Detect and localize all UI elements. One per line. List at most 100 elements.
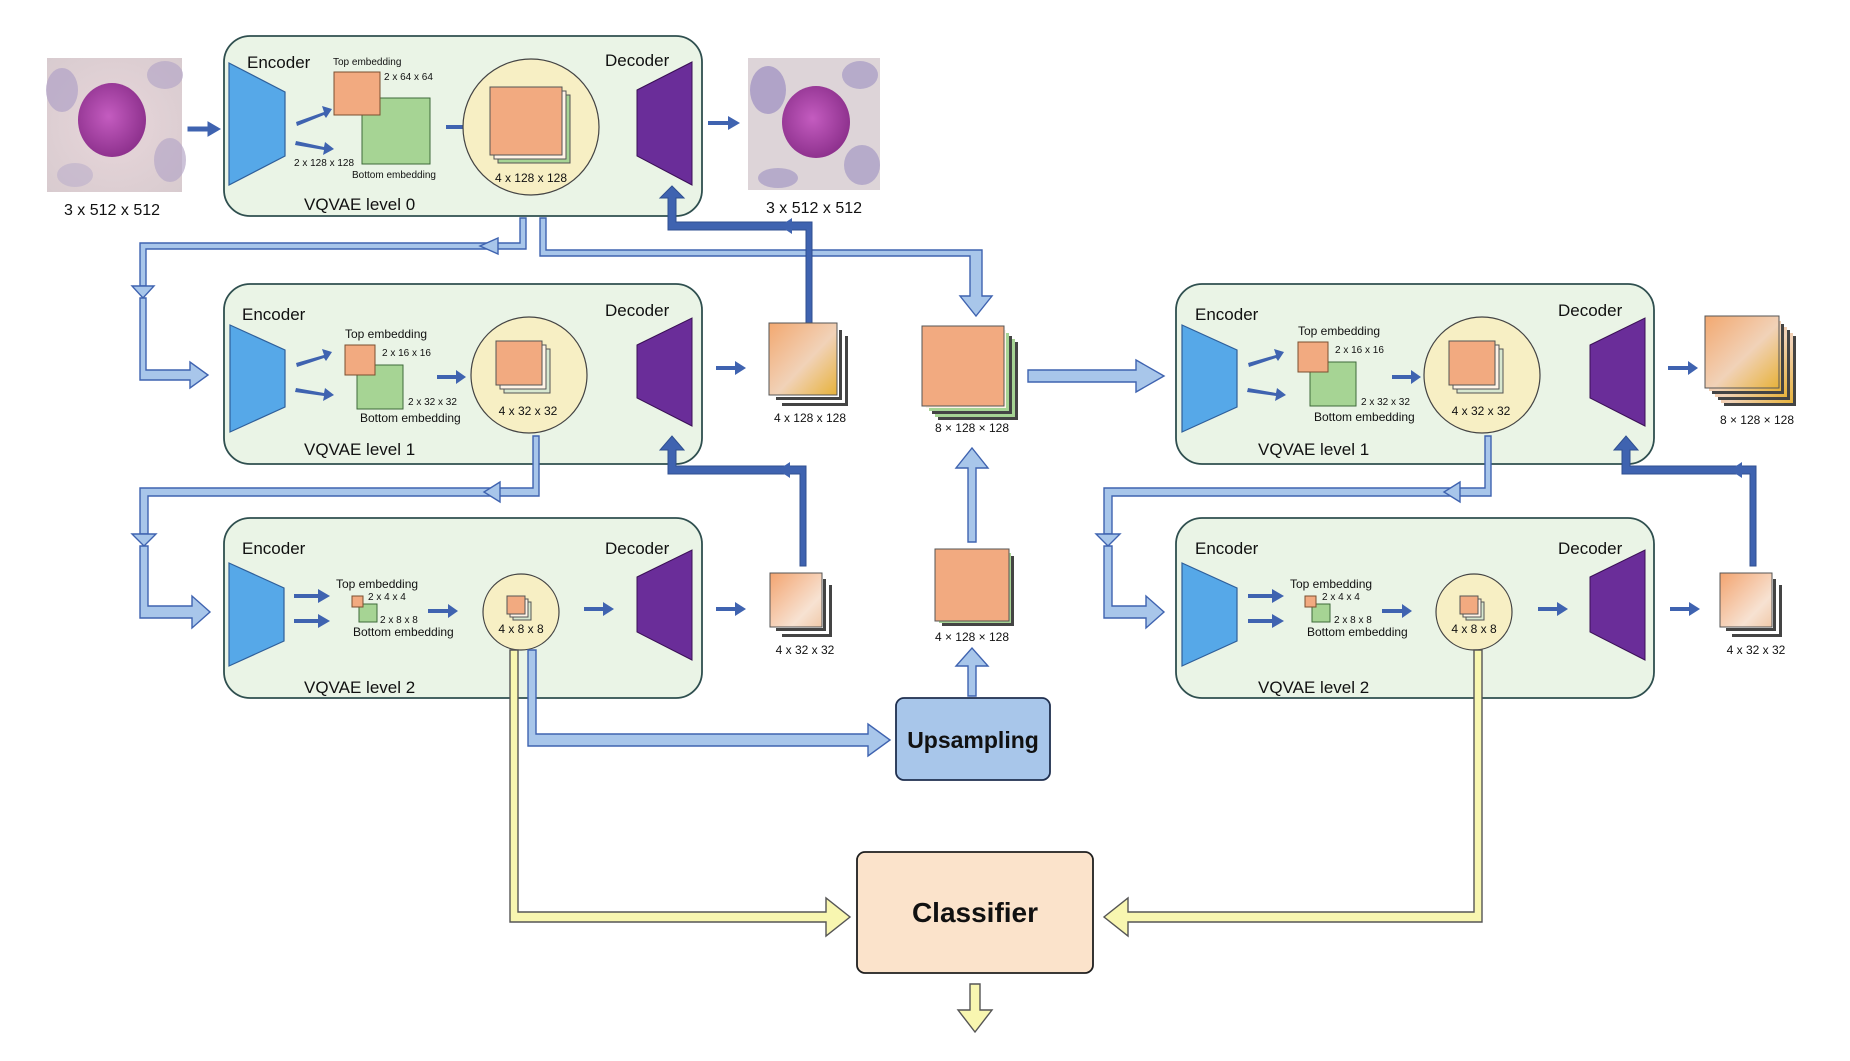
output-image: [748, 58, 880, 190]
arrow-to-top-embedding: [1248, 589, 1284, 603]
arrow-level0-down-bend: [139, 217, 527, 287]
top-dim-label: 2 x 4 x 4: [1322, 592, 1360, 603]
upsampling-box: Upsampling: [895, 697, 1051, 781]
panel-vqvae-level2-left: Encoder Top embedding 2 x 4 x 4 2 x 8 x …: [223, 517, 703, 699]
top-embedding-box: [1304, 595, 1317, 608]
arrow-level0-to-concat: [539, 217, 994, 318]
decoder-shape: [636, 317, 693, 427]
decoder-shape: [636, 549, 693, 661]
arrow-input-to-encoder: [187, 121, 221, 137]
upsampled-cube: [934, 548, 1014, 626]
decoder-label: Decoder: [1558, 539, 1623, 558]
level2-output-label: 4 x 32 x 32: [776, 643, 835, 657]
top-embedding-label: Top embedding: [333, 57, 401, 68]
arrow-level1-into-level2: [139, 545, 212, 630]
panel-title: VQVAE level 1: [304, 440, 415, 459]
arrow-right-level2-decoder-to-output: [1670, 602, 1700, 616]
panel-vqvae-level1-left: Encoder Top embedding 2 x 16 x 16 2 x 32…: [223, 283, 703, 465]
arrow-to-bottom-embedding: [295, 388, 334, 401]
arrow-level1-output-to-level0-decoder: [658, 185, 813, 325]
encoder-label: Encoder: [1195, 305, 1259, 324]
arrow-head-level1-down: [130, 533, 158, 547]
encoder-shape: [228, 562, 285, 667]
encoder-label: Encoder: [242, 539, 306, 558]
bottom-embedding-box: [361, 97, 431, 165]
right-level2-output-label: 4 x 32 x 32: [1727, 643, 1786, 657]
arrow-classifier-output: [956, 983, 994, 1034]
latent-label: 4 x 32 x 32: [499, 404, 558, 418]
panel-title: VQVAE level 0: [304, 195, 415, 214]
bottom-embedding-box: [1311, 603, 1331, 623]
arrow-upsampled-to-concat: [954, 446, 990, 543]
classifier-label: Classifier: [912, 897, 1038, 928]
bottom-dim-label: 2 x 8 x 8: [380, 615, 418, 626]
concat-label: 8 × 128 × 128: [935, 421, 1009, 435]
latent-label: 4 x 32 x 32: [1452, 404, 1511, 418]
arrow-head-right-level1-down: [1094, 533, 1122, 547]
panel-title: VQVAE level 1: [1258, 440, 1369, 459]
latent-label: 4 x 8 x 8: [498, 622, 544, 636]
panel-title: VQVAE level 2: [304, 678, 415, 697]
top-dim-label: 2 x 4 x 4: [368, 592, 406, 603]
arrow-level2-output-to-level1-decoder: [658, 435, 807, 567]
arrow-level2-to-classifier: [509, 649, 852, 938]
bottom-dim-label: 2 x 32 x 32: [408, 397, 457, 408]
top-embedding-label: Top embedding: [1290, 577, 1372, 591]
arrow-to-bottom-embedding: [295, 141, 334, 155]
arrow-decoder-to-output: [708, 116, 740, 130]
right-level1-output-label: 8 × 128 × 128: [1720, 413, 1794, 427]
arrow-head-level2-to-level1-left: [778, 462, 790, 478]
arrow-head-level1-left: [482, 480, 501, 504]
arrow-to-bottom-embedding: [294, 614, 330, 628]
level1-output-cube: [768, 322, 848, 406]
top-embedding-box: [333, 71, 381, 116]
latent-label: 4 x 128 x 128: [495, 171, 567, 185]
arrow-level0-into-level1: [139, 297, 210, 390]
decoder-label: Decoder: [1558, 301, 1623, 320]
top-embedding-box: [344, 344, 376, 376]
level1-output-label: 4 x 128 x 128: [774, 411, 846, 425]
top-embedding-label: Top embedding: [345, 327, 427, 341]
top-embedding-label: Top embedding: [1298, 324, 1380, 338]
arrow-to-top-embedding: [296, 106, 332, 126]
encoder-shape: [1181, 324, 1238, 433]
decoder-label: Decoder: [605, 539, 670, 558]
arrow-to-latent: [1392, 370, 1421, 384]
encoder-label: Encoder: [1195, 539, 1259, 558]
decoder-shape: [1589, 317, 1646, 427]
top-embedding-label: Top embedding: [336, 577, 418, 591]
concat-cube: [921, 325, 1018, 420]
arrow-latent-to-decoder: [1538, 602, 1568, 616]
arrow-latent-to-decoder: [584, 602, 614, 616]
arrow-to-top-embedding: [1248, 349, 1284, 367]
arrow-to-top-embedding: [296, 349, 332, 367]
right-level1-output-cube: [1704, 315, 1796, 406]
arrow-upsampling-to-cube: [954, 646, 990, 697]
level2-output-cube: [769, 572, 832, 637]
bottom-embedding-label: Bottom embedding: [360, 411, 461, 425]
top-dim-label: 2 x 16 x 16: [1335, 345, 1384, 356]
upsampling-label: Upsampling: [907, 727, 1039, 753]
top-embedding-box: [1297, 341, 1329, 373]
arrow-to-bottom-embedding: [1248, 614, 1284, 628]
bottom-dim-label: 2 x 32 x 32: [1361, 397, 1410, 408]
panel-title: VQVAE level 2: [1258, 678, 1369, 697]
input-image-label: 3 x 512 x 512: [64, 202, 160, 219]
latent-label: 4 x 8 x 8: [1451, 622, 1497, 636]
top-embedding-box: [351, 595, 364, 608]
top-dim-label: 2 x 16 x 16: [382, 348, 431, 359]
arrow-level2-decoder-to-output: [716, 602, 746, 616]
panel-vqvae-level0: Encoder Top embedding 2 x 64 x 64 2 x 12…: [223, 35, 703, 217]
panel-vqvae-level1-right: Encoder Top embedding 2 x 16 x 16 2 x 32…: [1175, 283, 1655, 465]
decoder-shape: [636, 61, 693, 186]
panel-vqvae-level2-right: Encoder Top embedding 2 x 4 x 4 2 x 8 x …: [1175, 517, 1655, 699]
encoder-shape: [229, 324, 286, 433]
arrow-to-latent: [428, 604, 458, 618]
arrow-head-level0-left: [478, 236, 499, 256]
arrow-right-level1-decoder-to-output: [1668, 361, 1698, 375]
bottom-embedding-label: Bottom embedding: [1314, 410, 1415, 424]
bottom-dim-label: 2 x 128 x 128: [294, 158, 354, 169]
decoder-label: Decoder: [605, 301, 670, 320]
arrow-to-latent: [437, 370, 466, 384]
